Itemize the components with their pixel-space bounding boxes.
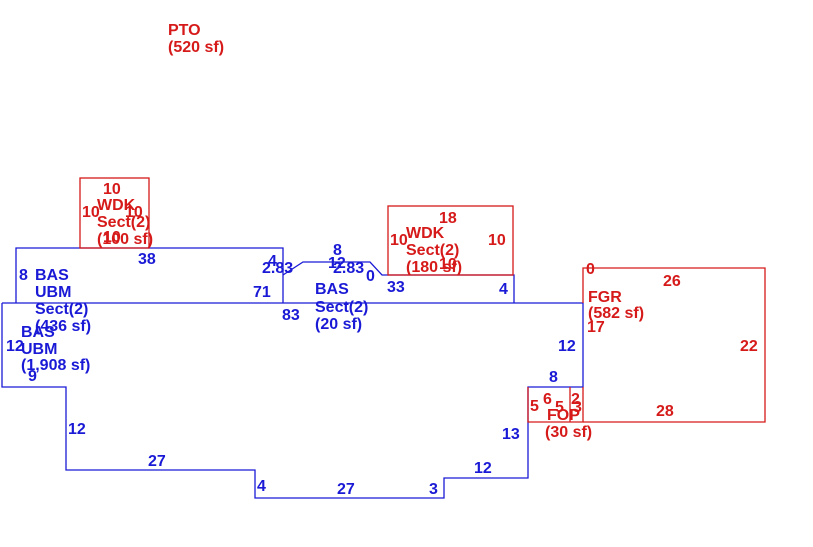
wdk-right-sect: Sect(2) bbox=[406, 242, 459, 259]
dim-label: 2 bbox=[571, 391, 580, 408]
fop-size: (30 sf) bbox=[545, 424, 592, 441]
wdk-left-sect: Sect(2) bbox=[97, 214, 150, 231]
dim-label: 5 bbox=[530, 398, 539, 415]
dim-label: 6 bbox=[543, 391, 552, 408]
dim-label: 10 bbox=[125, 204, 143, 221]
wdk-left-outline bbox=[79, 177, 150, 249]
bas-small-size: (20 sf) bbox=[315, 316, 362, 333]
wdk-left-name: WDK bbox=[97, 197, 136, 214]
dim-label: 10 bbox=[103, 181, 121, 198]
dim-label: 10 bbox=[488, 232, 506, 249]
wdk-left-size: (100 sf) bbox=[97, 231, 153, 248]
bas-upper-size: (436 sf) bbox=[35, 318, 91, 335]
wdk-right-outline bbox=[387, 205, 514, 276]
dim-label: 3 bbox=[573, 399, 582, 416]
dim-label: 13 bbox=[502, 426, 520, 443]
dim-label: 0 bbox=[586, 261, 595, 278]
dim-label: 10 bbox=[103, 229, 121, 246]
dim-label: 4 bbox=[499, 281, 508, 298]
dim-label: 22 bbox=[740, 338, 758, 355]
fop-name: FOP bbox=[547, 407, 580, 424]
dim-label: 4 bbox=[257, 478, 266, 495]
dim-label: 5 bbox=[555, 399, 564, 416]
dim-label: 10 bbox=[82, 204, 100, 221]
bas-main-name: BAS bbox=[21, 324, 55, 341]
dim-label: 8 bbox=[549, 369, 558, 386]
dim-label: 27 bbox=[337, 481, 355, 498]
fop-outline bbox=[527, 387, 584, 423]
bas-main-sub: UBM bbox=[21, 341, 57, 358]
dim-label: 2.83 bbox=[262, 260, 293, 277]
fgr-outline bbox=[582, 267, 766, 423]
dim-label: 26 bbox=[663, 273, 681, 290]
dim-label: 12 bbox=[328, 255, 346, 272]
fgr-name: FGR bbox=[588, 289, 622, 306]
dim-label: 0 bbox=[366, 268, 375, 285]
dim-label: 27 bbox=[148, 453, 166, 470]
fgr-size: (582 sf) bbox=[588, 305, 644, 322]
dim-label: 17 bbox=[587, 319, 605, 336]
dim-label: 18 bbox=[439, 210, 457, 227]
dim-label: 4 bbox=[268, 253, 277, 270]
bas-upper-sect: Sect(2) bbox=[35, 301, 88, 318]
dim-label: 8 bbox=[19, 267, 28, 284]
dim-label: 10 bbox=[390, 232, 408, 249]
bas-small-name: BAS bbox=[315, 281, 349, 298]
dim-label: 12 bbox=[474, 460, 492, 477]
dim-label: 71 bbox=[253, 284, 271, 301]
dim-label: 38 bbox=[138, 251, 156, 268]
dim-label: 8 bbox=[333, 242, 342, 259]
dim-label: 28 bbox=[656, 403, 674, 420]
bas-upper-sub: UBM bbox=[35, 284, 71, 301]
bas-upper-name: BAS bbox=[35, 267, 69, 284]
bas-main-size: (1,908 sf) bbox=[21, 357, 90, 374]
pto-name: PTO bbox=[168, 22, 201, 39]
dim-label: 12 bbox=[558, 338, 576, 355]
dim-label: 33 bbox=[387, 279, 405, 296]
wdk-right-name: WDK bbox=[406, 225, 445, 242]
bas-small-outline bbox=[282, 261, 515, 303]
dim-label: 12 bbox=[6, 338, 24, 355]
dim-label: 83 bbox=[282, 307, 300, 324]
dim-label: 10 bbox=[439, 256, 457, 273]
dim-label: 2.83 bbox=[333, 260, 364, 277]
pto-size: (520 sf) bbox=[168, 39, 224, 56]
bas-small-sect: Sect(2) bbox=[315, 299, 368, 316]
dim-label: 9 bbox=[28, 368, 37, 385]
wdk-right-size: (180 sf) bbox=[406, 259, 462, 276]
dim-label: 12 bbox=[68, 421, 86, 438]
dim-label: 3 bbox=[429, 481, 438, 498]
